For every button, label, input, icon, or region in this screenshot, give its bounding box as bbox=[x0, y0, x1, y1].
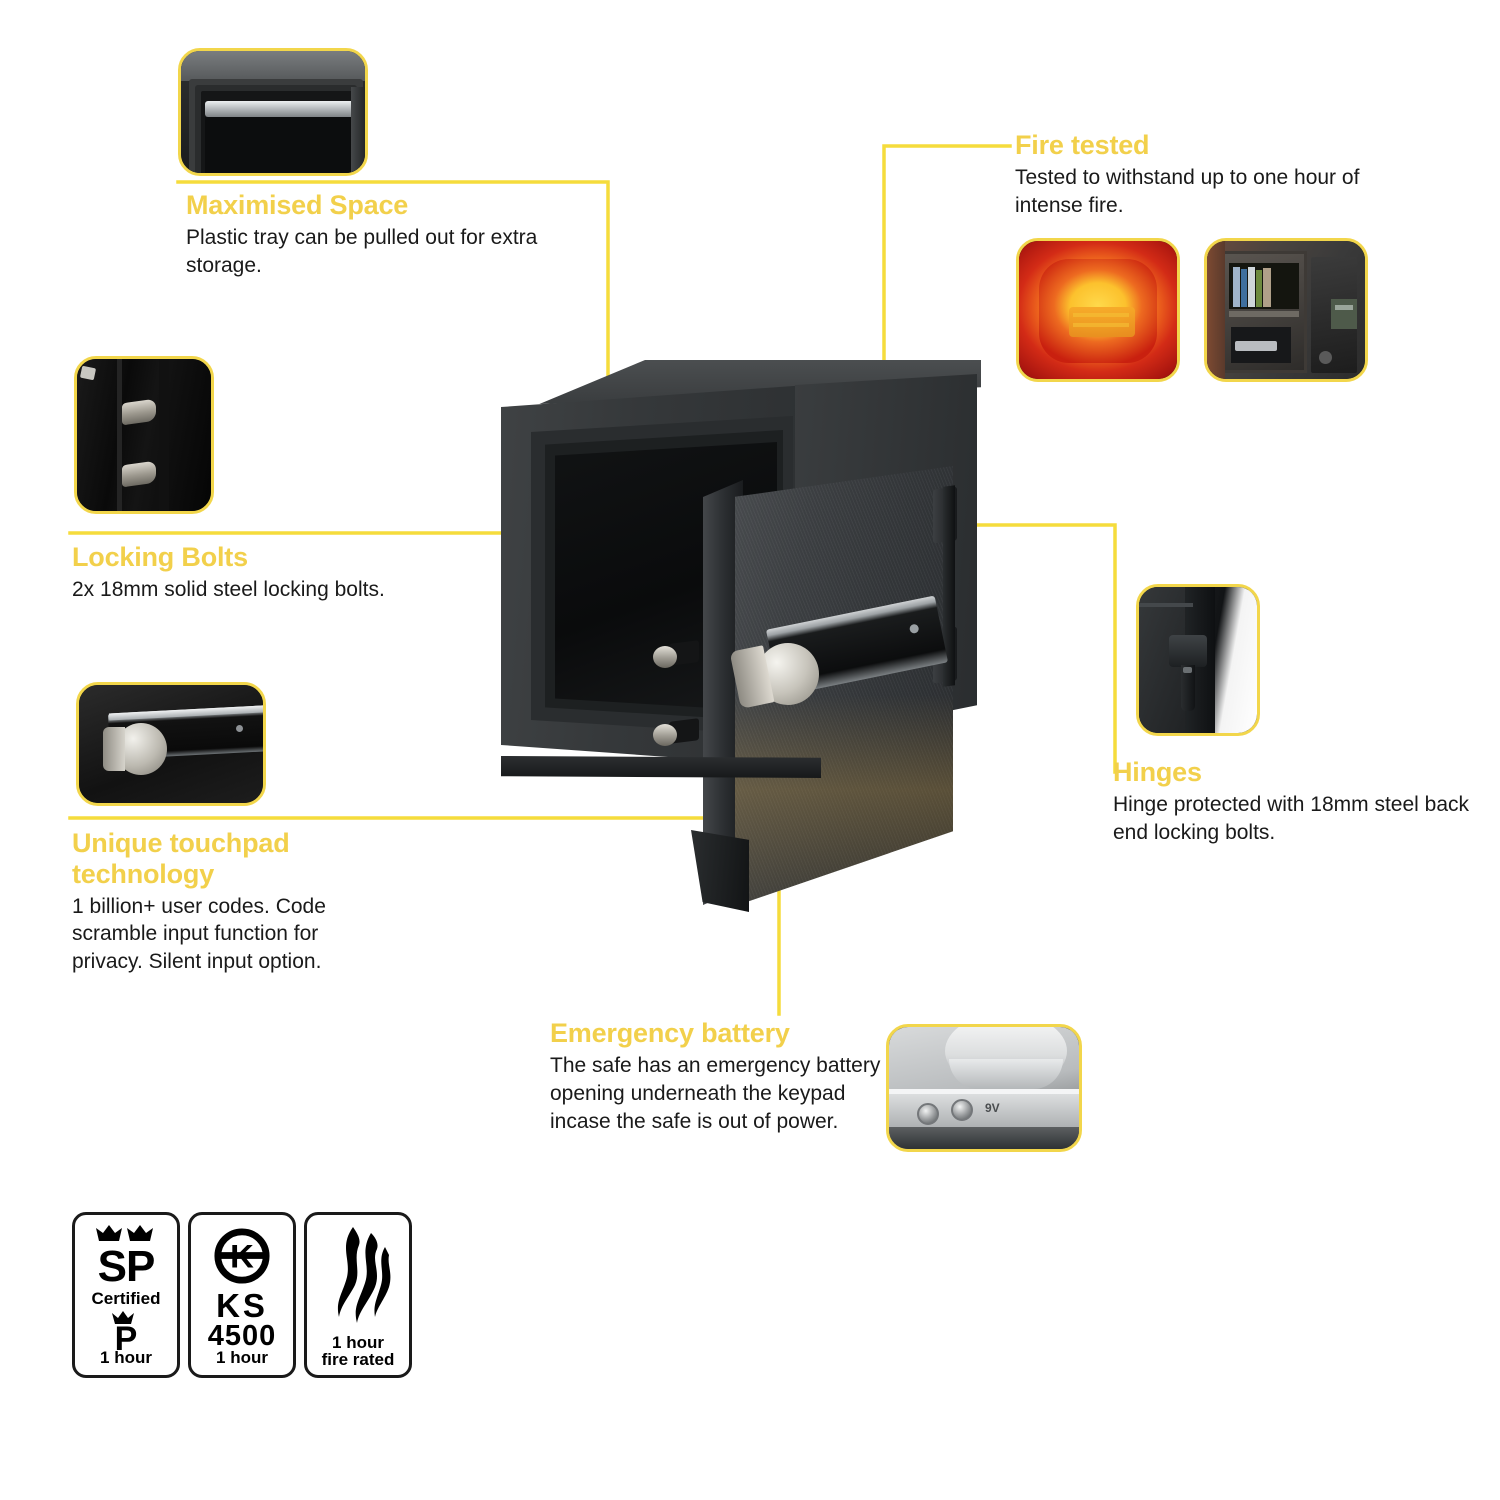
thumbnail-fire-damaged-safe bbox=[1204, 238, 1368, 382]
callout-body: The safe has an emergency battery openin… bbox=[550, 1053, 881, 1133]
battery-voltage-label: 9V bbox=[985, 1101, 1000, 1115]
callout-title: Maximised Space bbox=[186, 190, 409, 220]
callout-body: Plastic tray can be pulled out for extra… bbox=[186, 225, 538, 277]
badge-bottom-label: 1 hour bbox=[100, 1348, 152, 1367]
callout-title: Hinges bbox=[1113, 757, 1202, 787]
keyhole-icon bbox=[908, 623, 920, 635]
callout-body: Hinge protected with 18mm steel back end… bbox=[1113, 792, 1470, 844]
badge-ks-4500: K KS 4500 1 hour bbox=[188, 1212, 296, 1378]
thumbnail-fire-furnace bbox=[1016, 238, 1180, 382]
bolt-upper bbox=[653, 640, 699, 668]
callout-body: 1 billion+ user codes. Code scramble inp… bbox=[72, 894, 326, 974]
callout-locking-bolts: Locking Bolts 2x 18mm solid steel lockin… bbox=[72, 542, 492, 604]
badge-line-1: KS bbox=[216, 1287, 268, 1324]
badge-sp-certified: SP Certified P 1 hour bbox=[72, 1212, 180, 1378]
callout-fire-tested: Fire tested Tested to withstand up to on… bbox=[1015, 130, 1395, 220]
svg-text:K: K bbox=[230, 1238, 254, 1275]
badge-line-2: 4500 bbox=[207, 1320, 277, 1352]
callout-title: Locking Bolts bbox=[72, 542, 248, 572]
badge-line-2: Certified bbox=[91, 1289, 161, 1308]
callout-title: Fire tested bbox=[1015, 130, 1150, 160]
callout-hinges: Hinges Hinge protected with 18mm steel b… bbox=[1113, 757, 1493, 847]
callout-maximised-space: Maximised Space Plastic tray can be pull… bbox=[186, 190, 566, 280]
callout-body: Tested to withstand up to one hour of in… bbox=[1015, 165, 1360, 217]
badge-line-3: P bbox=[114, 1320, 138, 1358]
ks-circle-icon: K bbox=[214, 1228, 270, 1284]
flame-icon bbox=[337, 1227, 391, 1323]
badge-bottom-label: 1 hour fire rated bbox=[321, 1333, 395, 1369]
certification-badges: SP Certified P 1 hour K KS 4500 1 hour bbox=[72, 1212, 412, 1378]
thumbnail-emergency-battery: 9V bbox=[886, 1024, 1082, 1152]
callout-emergency-battery: Emergency battery The safe has an emerge… bbox=[550, 1018, 890, 1136]
badge-line-1: SP bbox=[97, 1242, 156, 1291]
callout-body: 2x 18mm solid steel locking bolts. bbox=[72, 577, 385, 601]
thumbnail-maximised-space bbox=[178, 48, 368, 176]
badge-bottom-label: 1 hour bbox=[216, 1348, 268, 1367]
callout-touchpad: Unique touchpad technology 1 billion+ us… bbox=[72, 828, 392, 976]
thumbnail-hinges bbox=[1136, 584, 1260, 736]
small-crown-icon bbox=[112, 1311, 134, 1324]
crowns-icon bbox=[96, 1225, 153, 1241]
thumbnail-locking-bolts bbox=[74, 356, 214, 514]
callout-title: Unique touchpad technology bbox=[72, 828, 290, 889]
bolt-lower bbox=[653, 718, 699, 746]
thumbnail-touchpad bbox=[76, 682, 266, 806]
badge-fire-rated: 1 hour fire rated bbox=[304, 1212, 412, 1378]
callout-title: Emergency battery bbox=[550, 1018, 790, 1048]
main-product-image-safe bbox=[495, 360, 995, 960]
